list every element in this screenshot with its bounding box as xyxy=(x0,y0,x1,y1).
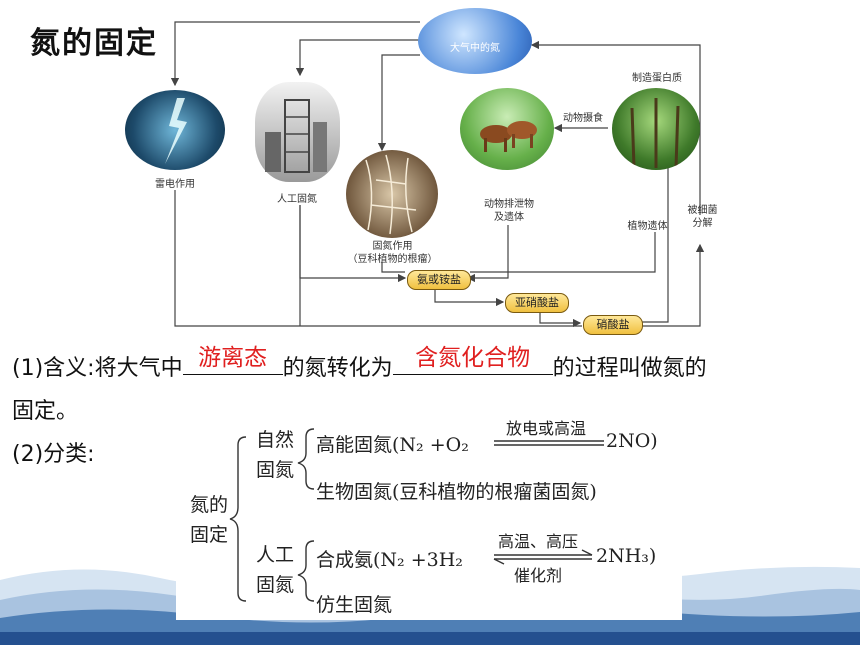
atmosphere-sphere-image xyxy=(418,8,532,74)
lightning-image xyxy=(125,90,225,170)
excretion-label: 动物排泄物 及遗体 xyxy=(484,199,534,223)
forest-image xyxy=(612,88,700,170)
answer-blank-1: 游离态 xyxy=(182,345,283,375)
factory-image xyxy=(255,82,340,182)
root-nodule-image xyxy=(346,150,438,238)
definition-line: (1)含义:将大气中游离态的氮转化为含氮化合物的过程叫做氮的 xyxy=(12,345,707,382)
synthetic-ammonia: 合成氨(N₂ +3H₂ xyxy=(316,549,463,571)
synthetic-condition-bottom: 催化剂 xyxy=(514,566,563,585)
lightning-label: 雷电作用 xyxy=(155,179,195,190)
answer-nitrogen-compound: 含氮化合物 xyxy=(415,345,531,371)
industrial-label: 人工固氮 xyxy=(277,194,317,205)
make-protein-label: 制造蛋白质 xyxy=(632,73,682,84)
answer-blank-2: 含氮化合物 xyxy=(392,345,553,375)
high-energy-fixation: 高能固氮(N₂ +O₂ xyxy=(316,434,469,456)
nitrite-pill: 亚硝酸盐 xyxy=(505,293,569,313)
cycle-arrows xyxy=(170,21,705,328)
classification-chart: 氮的 固定 自然 固氮 高能固氮(N₂ +O₂ 放电或高温 2NO) 生物固氮(… xyxy=(176,415,682,620)
high-energy-product: 2NO) xyxy=(606,430,658,452)
biomimetic-fixation: 仿生固氮 xyxy=(316,594,393,616)
bacteria-label: 被细菌 分解 xyxy=(687,205,718,229)
natural-fixation-label: 自然 固氮 xyxy=(256,429,295,481)
root-label: 氮的 固定 xyxy=(190,494,229,546)
nitrogen-cycle-diagram: 大气中的氮 雷电作用 人工固氮 固氮作用 （豆科植物的根瘤） xyxy=(120,0,720,340)
atmosphere-label: 大气中的氮 xyxy=(450,43,500,54)
artificial-fixation-label: 人工 固氮 xyxy=(256,544,295,596)
nitrate-pill: 硝酸盐 xyxy=(583,315,643,335)
grazing-animals-image xyxy=(460,88,554,170)
animal-feeding-label: 动物摄食 xyxy=(563,113,603,124)
synthetic-condition-top: 高温、高压 xyxy=(498,532,579,551)
ammonia-pill: 氨或铵盐 xyxy=(407,270,471,290)
definition-line-2: 固定。 xyxy=(12,399,79,424)
page-title: 氮的固定 xyxy=(30,26,158,61)
brace-lines xyxy=(229,428,604,602)
plant-remains-label: 植物遗体 xyxy=(627,221,668,232)
synthetic-product: 2NH₃) xyxy=(596,545,657,567)
bio-fix-label: 固氮作用 （豆科植物的根瘤） xyxy=(347,241,438,265)
high-energy-condition: 放电或高温 xyxy=(506,419,587,438)
biological-fixation: 生物固氮(豆科植物的根瘤菌固氮) xyxy=(316,481,597,503)
classification-label: (2)分类: xyxy=(12,442,95,467)
answer-free-state: 游离态 xyxy=(198,345,268,371)
